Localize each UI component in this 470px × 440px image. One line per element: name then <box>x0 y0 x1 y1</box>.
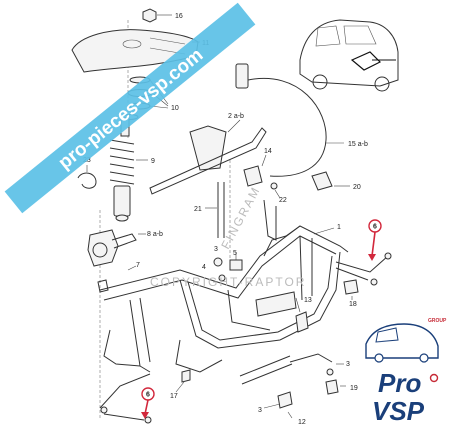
part-bracket-18 <box>343 279 359 300</box>
callout-15ab: 15 a-b <box>348 141 368 148</box>
highlight-ring-left <box>141 387 155 401</box>
highlight-ring-right <box>368 219 382 233</box>
callout-9: 9 <box>151 158 155 165</box>
faint-copyright-mark: COPYRIGHT-RAPTOR <box>150 275 306 289</box>
callout-4: 4 <box>202 264 206 271</box>
part-bracket-7 <box>97 265 137 293</box>
callout-8ab: 8 a-b <box>147 231 163 238</box>
logo-car-wheel <box>374 353 384 363</box>
highlight-pointer-left <box>144 399 149 415</box>
highlight-arrowhead-right <box>368 254 376 261</box>
callout-14: 14 <box>264 148 272 155</box>
logo-car-wheel <box>419 353 429 363</box>
watermark-band-fill <box>4 2 256 214</box>
part-cable-15 <box>235 63 344 177</box>
part-brace-bracket-2 <box>149 119 267 195</box>
part-mount-13 <box>295 297 309 333</box>
provsp-logo: GROUP Pro VSP <box>365 318 447 426</box>
callout-12: 12 <box>298 419 306 426</box>
callout-18: 18 <box>349 301 357 308</box>
callout-6-left: 6 <box>146 392 150 399</box>
callout-2ab: 2 a-b <box>228 113 244 120</box>
callout-10: 10 <box>171 105 179 112</box>
part-control-arm-6-right <box>335 252 392 286</box>
highlight-callout-6-left: 6 <box>141 387 155 419</box>
highlight-callout-6-right: 6 <box>368 219 382 261</box>
leader-3c <box>263 403 281 409</box>
logo-car-icon <box>365 323 439 359</box>
callout-6-right: 6 <box>373 224 377 231</box>
callout-17: 17 <box>170 393 178 400</box>
part-bolt-22 <box>270 182 281 199</box>
part-chassis-frame-1 <box>99 199 349 373</box>
callout-19: 19 <box>350 385 358 392</box>
faint-diagonal-mark: FINGRAM <box>218 184 263 252</box>
callout-5: 5 <box>233 250 237 257</box>
logo-word-pro: Pro <box>378 368 421 398</box>
part-rod-21 <box>205 182 225 238</box>
logo-car-window <box>375 327 399 343</box>
highlight-arrowhead-left <box>141 412 149 419</box>
callout-3c: 3 <box>258 407 262 414</box>
highlight-pointer-right <box>371 231 376 257</box>
part-clamp-20 <box>311 171 350 191</box>
part-bracket-14 <box>243 154 267 187</box>
callout-21: 21 <box>194 206 202 213</box>
callout-20: 20 <box>353 184 361 191</box>
callout-3a: 3 <box>214 246 218 253</box>
logo-group-label: GROUP <box>428 318 447 324</box>
part-nut-16 <box>142 8 172 23</box>
logo-accent-dot <box>429 373 439 383</box>
part-hub-carrier-8 <box>87 229 146 267</box>
callout-1: 1 <box>337 224 341 231</box>
logo-word-vsp: VSP <box>372 396 425 426</box>
callout-16: 16 <box>175 13 183 20</box>
part-lower-links-12-19 <box>181 353 346 419</box>
callout-13: 13 <box>304 297 312 304</box>
callout-22: 22 <box>279 197 287 204</box>
callout-7: 7 <box>136 262 140 269</box>
vehicle-overview-thumbnail <box>299 19 399 92</box>
leader-17 <box>175 381 185 393</box>
callout-3b: 3 <box>346 361 350 368</box>
part-control-arm-6-left <box>99 373 152 424</box>
part-clip-23 <box>77 165 97 189</box>
part-small-hardware-3-4-5 <box>213 252 243 282</box>
